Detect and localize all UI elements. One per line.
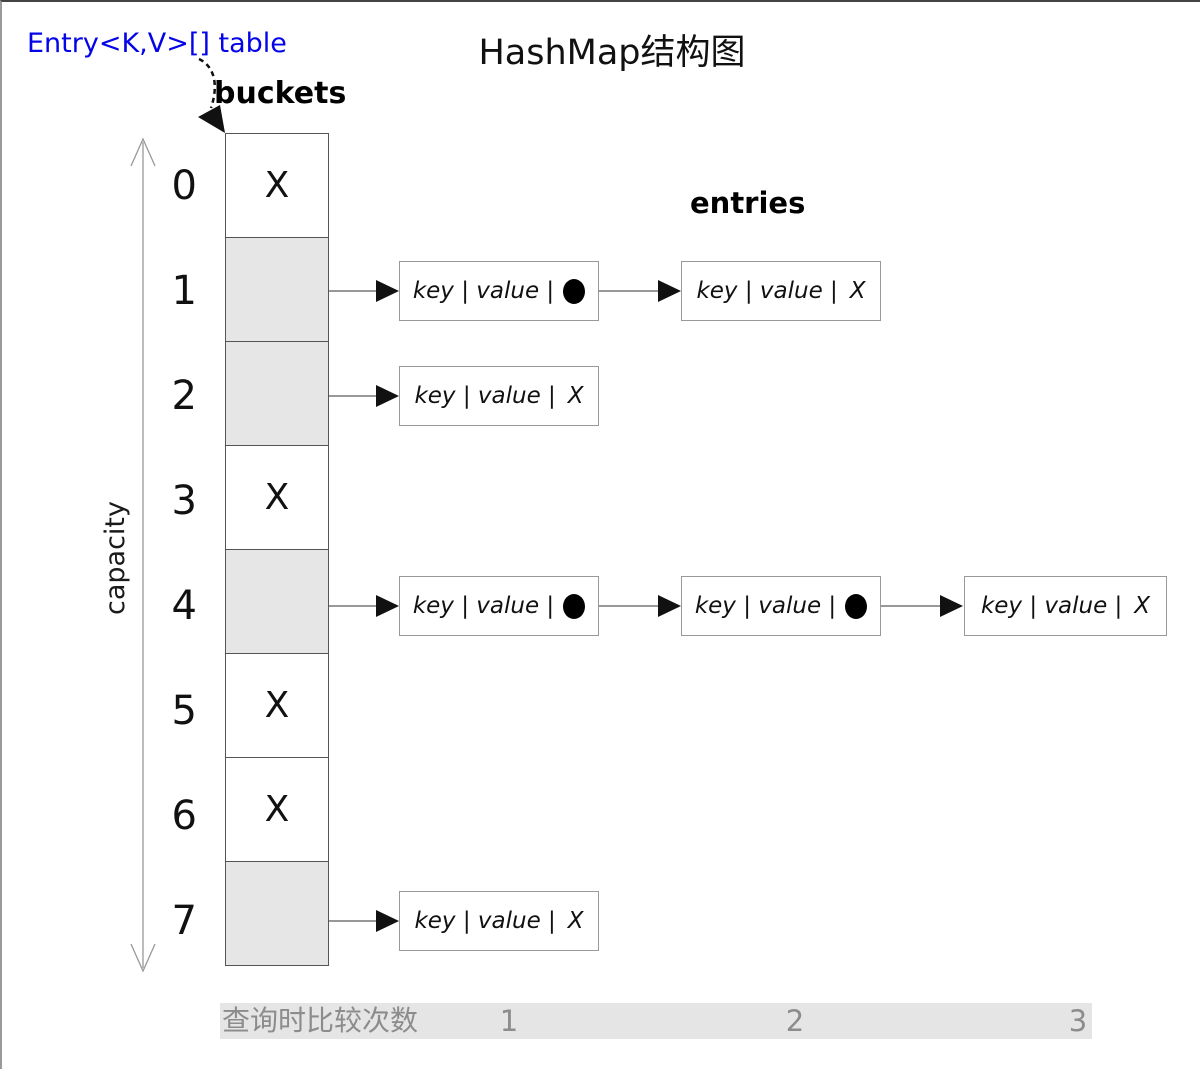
bucket-index-1: 1: [171, 268, 197, 314]
null-marker: X: [1134, 593, 1151, 619]
comparison-bar: 查询时比较次数 1 2 3: [220, 1003, 1092, 1039]
entry-box: key | value |: [399, 576, 599, 636]
pointer-dot: [563, 278, 586, 304]
null-marker: X: [264, 477, 290, 518]
entry-text: key | value |: [414, 908, 556, 934]
comparison-label: 查询时比较次数: [222, 1004, 419, 1037]
comparison-count-3: 3: [1068, 1004, 1088, 1038]
entry-text: key | value |: [412, 278, 555, 304]
pointer-dot: [563, 593, 586, 619]
bucket-cell-2: [225, 341, 329, 446]
bucket-cell-1: [225, 237, 329, 342]
bucket-index-7: 7: [171, 898, 197, 944]
buckets-label: buckets: [214, 76, 347, 111]
bucket-cell-7: [225, 861, 329, 966]
entry-text: key | value |: [412, 593, 555, 619]
null-marker: X: [849, 278, 866, 304]
bucket-cell-4: [225, 549, 329, 654]
bucket-cell-6: X: [225, 757, 329, 862]
entry-box: key | value | X: [399, 891, 599, 951]
bucket-index-2: 2: [171, 373, 197, 419]
entries-label: entries: [690, 186, 806, 220]
comparison-count-2: 2: [785, 1004, 805, 1038]
entry-box: key | value | X: [681, 261, 881, 321]
page-title: HashMap结构图: [478, 33, 746, 73]
null-marker: X: [264, 685, 290, 726]
entry-text: key | value |: [414, 383, 556, 409]
pointer-dot: [845, 593, 868, 619]
null-marker: X: [567, 908, 584, 934]
bucket-index-4: 4: [171, 583, 197, 629]
entry-text: key | value |: [980, 593, 1123, 619]
entry-box: key | value |: [681, 576, 881, 636]
entry-box: key | value | X: [964, 576, 1167, 636]
bucket-cell-3: X: [225, 445, 329, 550]
entry-text: key | value |: [694, 593, 837, 619]
bucket-index-0: 0: [171, 163, 197, 209]
entry-box: key | value | X: [399, 366, 599, 426]
comparison-count-1: 1: [499, 1004, 519, 1038]
bucket-cell-5: X: [225, 653, 329, 758]
bucket-array: X X X X: [225, 133, 329, 966]
table-type-label: Entry<K,V>[] table: [27, 28, 287, 59]
entry-text: key | value |: [696, 278, 838, 304]
bucket-cell-0: X: [225, 133, 329, 238]
null-marker: X: [264, 165, 290, 206]
entry-box: key | value |: [399, 261, 599, 321]
null-marker: X: [264, 789, 290, 830]
null-marker: X: [567, 383, 584, 409]
capacity-arrow: [130, 137, 156, 973]
bucket-index-6: 6: [171, 793, 197, 839]
bucket-index-3: 3: [171, 478, 197, 524]
bucket-index-5: 5: [171, 688, 197, 734]
